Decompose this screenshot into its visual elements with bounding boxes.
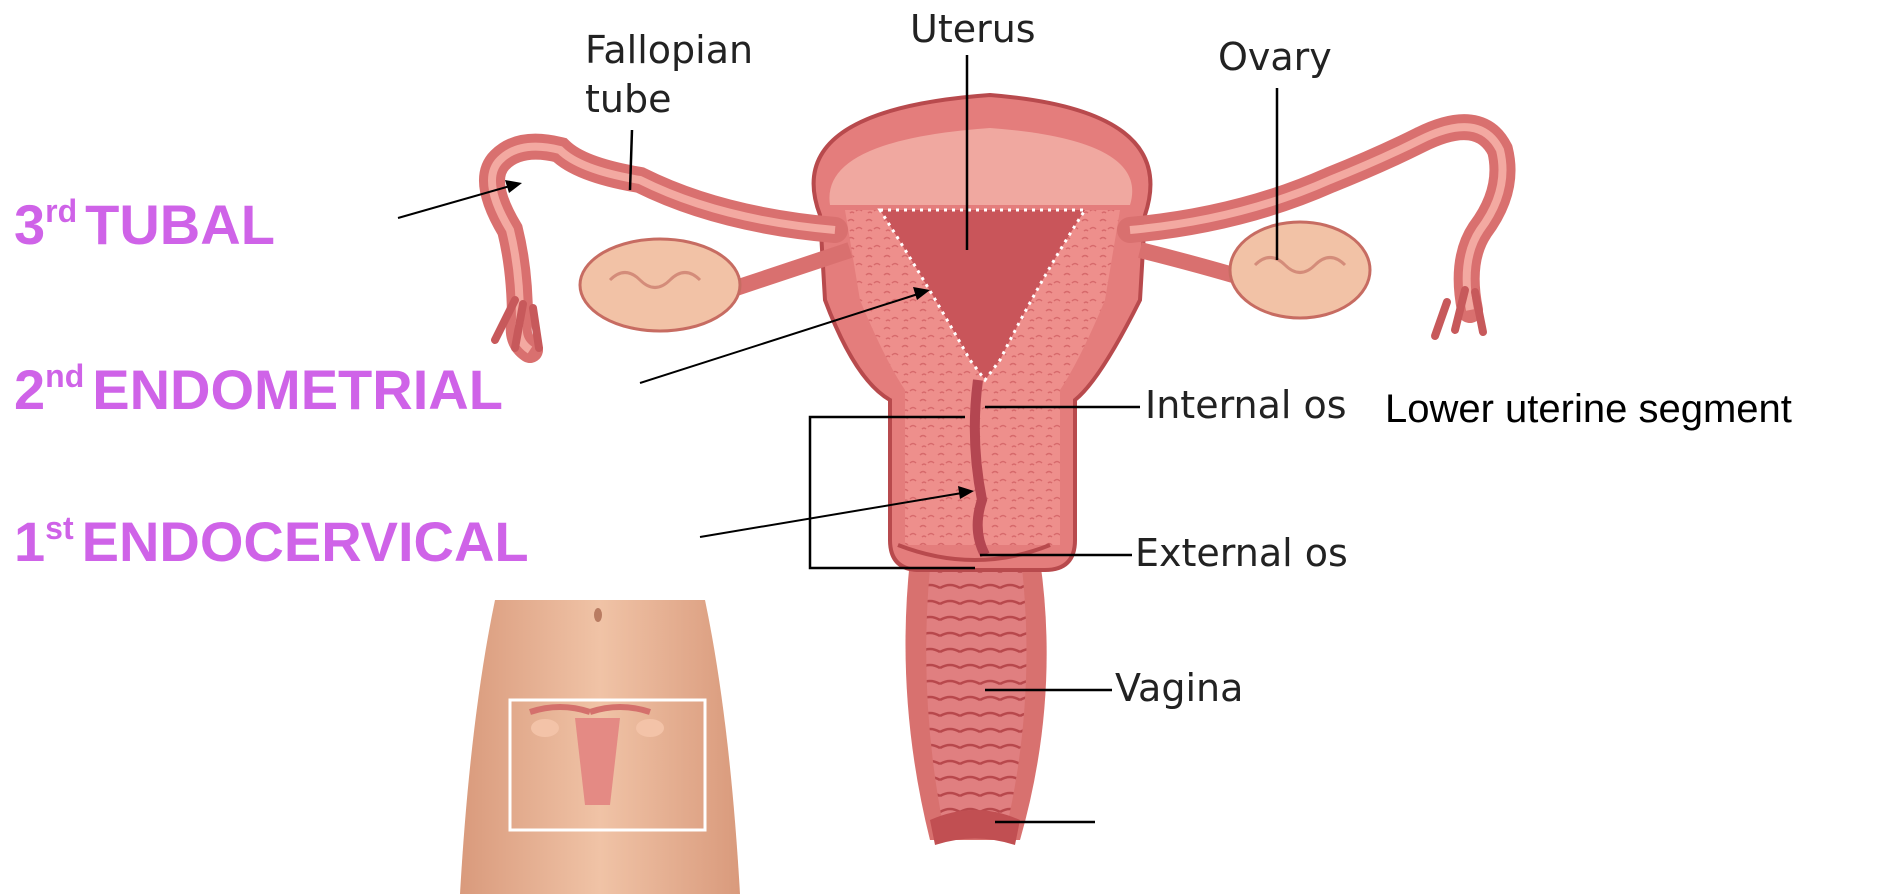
vagina-label: Vagina	[1115, 666, 1243, 710]
site-name: ENDOCERVICAL	[82, 510, 529, 573]
site-label-endometrial: 2ndENDOMETRIAL	[14, 360, 503, 418]
ovary-label: Ovary	[1218, 35, 1332, 79]
site-name: TUBAL	[85, 193, 275, 256]
site-ordinal: 3	[14, 193, 45, 256]
vagina-structure	[906, 560, 1047, 845]
site-label-tubal: 3rdTUBAL	[14, 195, 275, 253]
body-inset	[460, 600, 740, 894]
site-label-endocervical: 1stENDOCERVICAL	[14, 512, 529, 570]
fallopian-tube-label-line2: tube	[585, 77, 671, 121]
uterus-body	[814, 95, 1151, 570]
external-os-label: External os	[1135, 531, 1348, 575]
site-ordinal: 2	[14, 358, 45, 421]
site-name: ENDOMETRIAL	[92, 358, 503, 421]
right-ovary	[1230, 222, 1370, 318]
site-ordinal-suffix: nd	[45, 358, 84, 394]
site-ordinal: 1	[14, 510, 45, 573]
left-ovary	[580, 239, 740, 331]
lower-uterine-segment-label: Lower uterine segment	[1385, 387, 1792, 431]
uterus-label: Uterus	[910, 7, 1036, 51]
site-ordinal-suffix: rd	[45, 193, 77, 229]
fallopian-tube-label-line1: Fallopian	[585, 28, 753, 72]
internal-os-label: Internal os	[1145, 383, 1347, 427]
site-ordinal-suffix: st	[45, 510, 73, 546]
